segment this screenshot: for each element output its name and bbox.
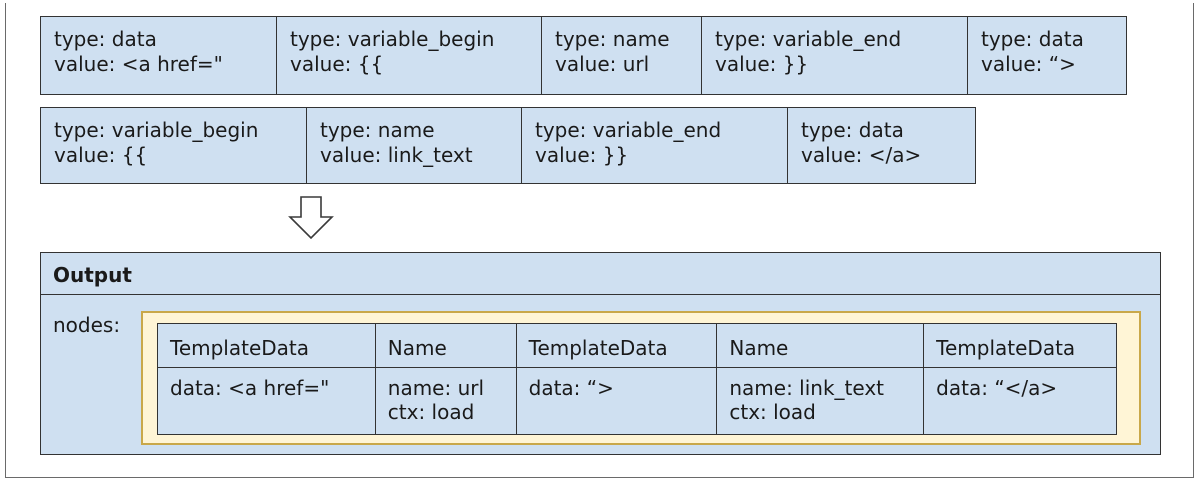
- token-box: type: data value: <a href=": [41, 17, 277, 94]
- node-type-header: Name: [374, 323, 517, 368]
- node-header-row: TemplateData Name TemplateData Name Temp…: [157, 323, 1117, 368]
- token-value: value: </a>: [801, 143, 922, 167]
- token-row-1: type: data value: <a href=" type: variab…: [40, 16, 1127, 95]
- token-type: type: data: [54, 27, 157, 51]
- token-row-2: type: variable_begin value: {{ type: nam…: [40, 107, 976, 184]
- output-title: Output: [41, 253, 1160, 295]
- node-attr: name: url: [387, 376, 485, 400]
- diagram-frame: [5, 3, 1194, 478]
- token-value: value: “>: [981, 52, 1076, 76]
- token-value: value: }}: [715, 52, 809, 76]
- token-type: type: variable_begin: [54, 118, 259, 142]
- token-box: type: data value: </a>: [788, 108, 975, 183]
- node-cell: data: <a href=": [157, 367, 376, 435]
- node-attr: data: “>: [528, 376, 614, 400]
- node-type-header: TemplateData: [515, 323, 718, 368]
- token-value: value: <a href=": [54, 52, 223, 76]
- token-value: value: url: [555, 52, 650, 76]
- nodes-table: TemplateData Name TemplateData Name Temp…: [157, 323, 1117, 435]
- token-box: type: name value: link_text: [307, 108, 522, 183]
- node-attr: name: link_text: [729, 376, 885, 400]
- node-cell: data: “</a>: [923, 367, 1117, 435]
- token-type: type: name: [320, 118, 435, 142]
- token-box: type: data value: “>: [968, 17, 1126, 94]
- token-value: value: {{: [290, 52, 384, 76]
- token-type: type: data: [981, 27, 1084, 51]
- node-type-header: Name: [716, 323, 925, 368]
- token-type: type: data: [801, 118, 904, 142]
- token-value: value: {{: [54, 143, 148, 167]
- node-attr: ctx: load: [387, 400, 475, 424]
- down-arrow-icon: [288, 196, 334, 240]
- output-panel: Output nodes: TemplateData Name Template…: [40, 252, 1161, 455]
- node-cell: name: url ctx: load: [374, 367, 517, 435]
- node-type-header: TemplateData: [157, 323, 376, 368]
- nodes-container: TemplateData Name TemplateData Name Temp…: [141, 311, 1141, 445]
- node-cell: name: link_text ctx: load: [716, 367, 925, 435]
- token-type: type: variable_begin: [290, 27, 495, 51]
- node-attr: ctx: load: [729, 400, 816, 424]
- node-attr: data: <a href=": [170, 376, 330, 400]
- token-box: type: variable_begin value: {{: [277, 17, 542, 94]
- node-type-header: TemplateData: [923, 323, 1117, 368]
- token-value: value: link_text: [320, 143, 473, 167]
- node-cell: data: “>: [515, 367, 718, 435]
- node-body-row: data: <a href=" name: url ctx: load data…: [157, 367, 1117, 435]
- token-box: type: variable_end value: }}: [522, 108, 788, 183]
- token-value: value: }}: [535, 143, 629, 167]
- nodes-label: nodes:: [53, 313, 121, 337]
- token-box: type: name value: url: [542, 17, 702, 94]
- token-box: type: variable_begin value: {{: [41, 108, 307, 183]
- token-box: type: variable_end value: }}: [702, 17, 968, 94]
- token-type: type: variable_end: [715, 27, 902, 51]
- node-attr: data: “</a>: [936, 376, 1058, 400]
- token-type: type: name: [555, 27, 670, 51]
- token-type: type: variable_end: [535, 118, 722, 142]
